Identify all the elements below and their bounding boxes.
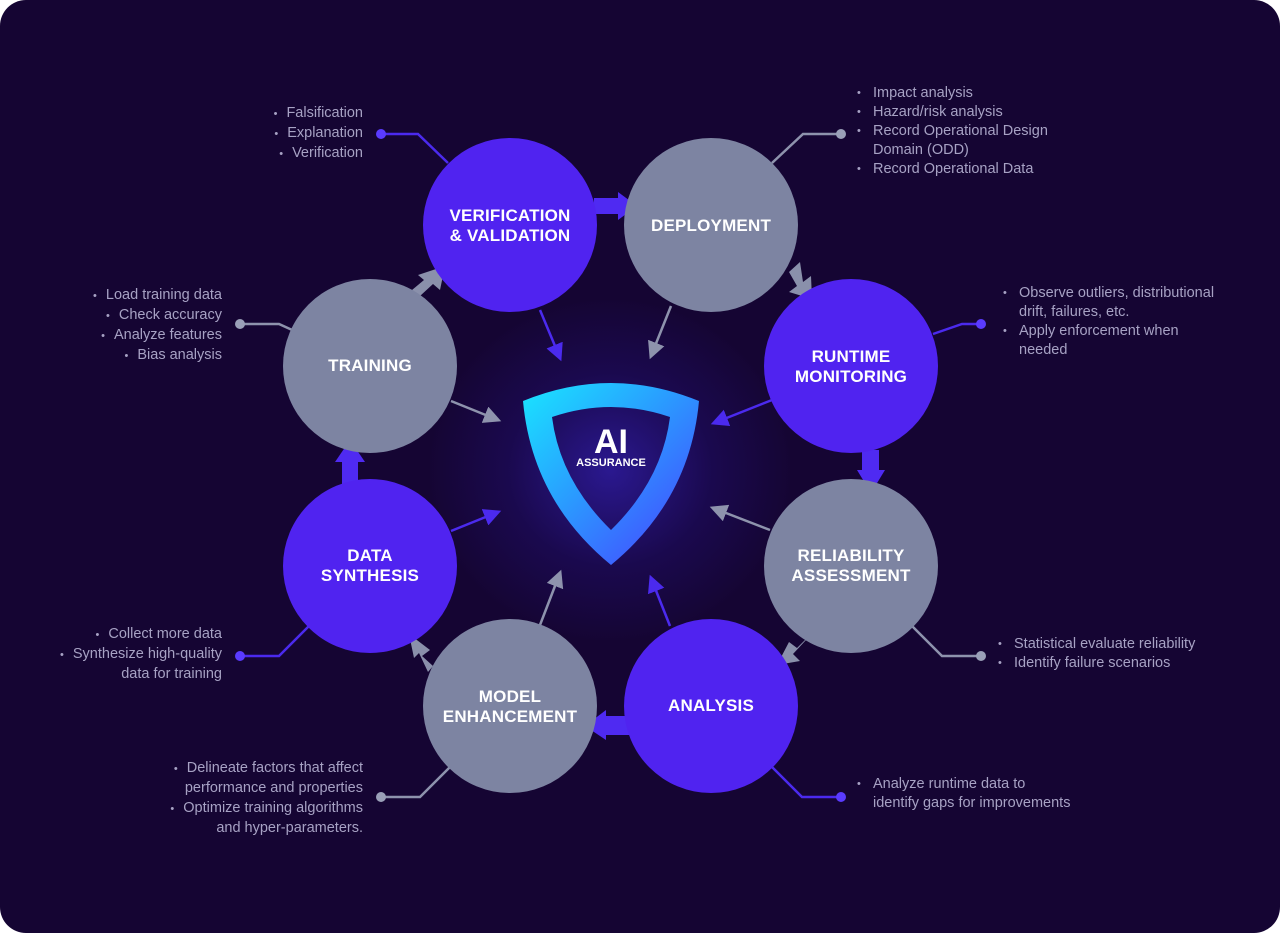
note-item-continuation: identify gaps for improvements — [873, 795, 1071, 811]
notes-reliability: Statistical evaluate reliability Identif… — [998, 635, 1195, 673]
node-label-model-line2: ENHANCEMENT — [443, 707, 578, 726]
center-glow — [430, 300, 790, 640]
note-item-continuation: Domain (ODD) — [873, 142, 969, 158]
leader-dot-training — [235, 319, 245, 329]
leader-model — [382, 766, 451, 799]
node-label-analysis: ANALYSIS — [668, 696, 754, 715]
leader-runtime — [932, 322, 980, 336]
leader-dot-runtime — [976, 319, 986, 329]
center-arrows — [450, 305, 773, 627]
leader-dot-data — [235, 651, 245, 661]
note-item-continuation: data for training — [121, 666, 222, 682]
note-item: Observe outliers, distributional — [1003, 284, 1214, 303]
notes-deployment: Impact analysis Hazard/risk analysis Rec… — [857, 84, 1048, 179]
note-item: Hazard/risk analysis — [857, 103, 1048, 122]
center-arrow-data — [450, 509, 502, 533]
note-item: Record Operational Design — [857, 122, 1048, 141]
center-subtitle: ASSURANCE — [576, 457, 646, 469]
note-item: Record Operational Data — [857, 160, 1048, 179]
node-label-reliability-line1: RELIABILITY — [797, 546, 904, 565]
cycle-arrow-analysis-to-model — [585, 710, 630, 740]
node-label-verification-line1: VERIFICATION — [449, 206, 570, 225]
node-label-data-line2: SYNTHESIS — [321, 566, 419, 585]
leader-dot-verification — [376, 129, 386, 139]
node-verification-validation[interactable]: VERIFICATION & VALIDATION — [423, 138, 597, 312]
leader-deployment — [771, 132, 840, 164]
notes-data: Collect more data Synthesize high-qualit… — [60, 625, 222, 685]
node-runtime-monitoring[interactable]: RUNTIME MONITORING — [764, 279, 938, 453]
center-arrow-runtime — [710, 398, 773, 426]
note-item: Analyze features — [93, 326, 222, 346]
cycle-arrows — [335, 192, 885, 740]
node-label-verification-line2: & VALIDATION — [450, 226, 571, 245]
leader-dot-model — [376, 792, 386, 802]
node-model-enhancement[interactable]: MODEL ENHANCEMENT — [423, 619, 597, 793]
note-item: Optimize training algorithms — [170, 799, 363, 819]
notes-verification: Falsification Explanation Verification — [274, 104, 363, 164]
cycle-arrow-training-to-vv — [412, 266, 445, 296]
center-arrow-training — [450, 399, 502, 423]
center-arrow-deployment — [648, 305, 673, 360]
note-item: Explanation — [274, 124, 363, 144]
note-item: Analyze runtime data to — [857, 775, 1070, 794]
notes-training: Load training data Check accuracy Analyz… — [93, 286, 222, 366]
note-item: Bias analysis — [93, 346, 222, 366]
notes-analysis: Analyze runtime data to identify gaps fo… — [857, 775, 1070, 813]
leader-dot-analysis — [836, 792, 846, 802]
note-item: Apply enforcement when — [1003, 322, 1214, 341]
node-training[interactable]: TRAINING — [283, 279, 457, 453]
node-reliability-assessment[interactable]: RELIABILITY ASSESSMENT — [764, 479, 938, 653]
center-title: AI — [594, 423, 628, 461]
note-item: Statistical evaluate reliability — [998, 635, 1195, 654]
node-label-reliability-line2: ASSESSMENT — [791, 566, 911, 585]
nodes: VERIFICATION & VALIDATION DEPLOYMENT RUN… — [283, 138, 938, 793]
cycle-arrow-runtime-to-reliability — [857, 450, 885, 493]
node-label-deployment: DEPLOYMENT — [651, 216, 771, 235]
note-item-continuation: drift, failures, etc. — [1019, 304, 1130, 320]
note-item: Check accuracy — [93, 306, 222, 326]
note-item: Falsification — [274, 104, 363, 124]
leader-dot-reliability — [976, 651, 986, 661]
shield-icon — [523, 383, 699, 565]
ai-assurance-shield: AI ASSURANCE — [523, 383, 699, 565]
notes-runtime: Observe outliers, distributional drift, … — [1003, 284, 1214, 360]
note-item: Impact analysis — [857, 84, 1048, 103]
center-arrow-model — [538, 569, 564, 626]
node-label-data-line1: DATA — [347, 546, 393, 565]
note-item: Delineate factors that affect — [170, 759, 363, 779]
center-arrow-analysis — [648, 574, 672, 627]
node-analysis[interactable]: ANALYSIS — [624, 619, 798, 793]
note-item: Identify failure scenarios — [998, 654, 1195, 673]
note-item: Collect more data — [60, 625, 222, 645]
note-item: Verification — [274, 144, 363, 164]
cycle-arrow-deployment-to-runtime — [789, 262, 812, 299]
node-label-training: TRAINING — [328, 356, 412, 375]
note-item: Load training data — [93, 286, 222, 306]
center-arrow-reliability — [709, 504, 771, 532]
leader-analysis — [771, 766, 840, 799]
leader-dot-deployment — [836, 129, 846, 139]
node-deployment[interactable]: DEPLOYMENT — [624, 138, 798, 312]
cycle-arrow-model-to-data — [409, 634, 433, 672]
node-label-model-line1: MODEL — [479, 687, 541, 706]
center-arrow-verification — [538, 309, 563, 362]
note-item-continuation: needed — [1019, 342, 1068, 358]
cycle-arrow-reliability-to-analysis — [777, 633, 812, 665]
note-item: Synthesize high-quality — [60, 645, 222, 665]
callout-leaders — [235, 129, 986, 802]
node-label-runtime-line2: MONITORING — [795, 367, 907, 386]
note-item-continuation: and hyper-parameters. — [216, 820, 363, 836]
leader-verification — [382, 132, 449, 164]
node-label-runtime-line1: RUNTIME — [812, 347, 891, 366]
notes-model: Delineate factors that affect performanc… — [170, 759, 363, 839]
leader-data — [241, 625, 310, 658]
note-item-continuation: performance and properties — [184, 780, 363, 796]
leader-reliability — [911, 625, 980, 658]
node-data-synthesis[interactable]: DATA SYNTHESIS — [283, 479, 457, 653]
